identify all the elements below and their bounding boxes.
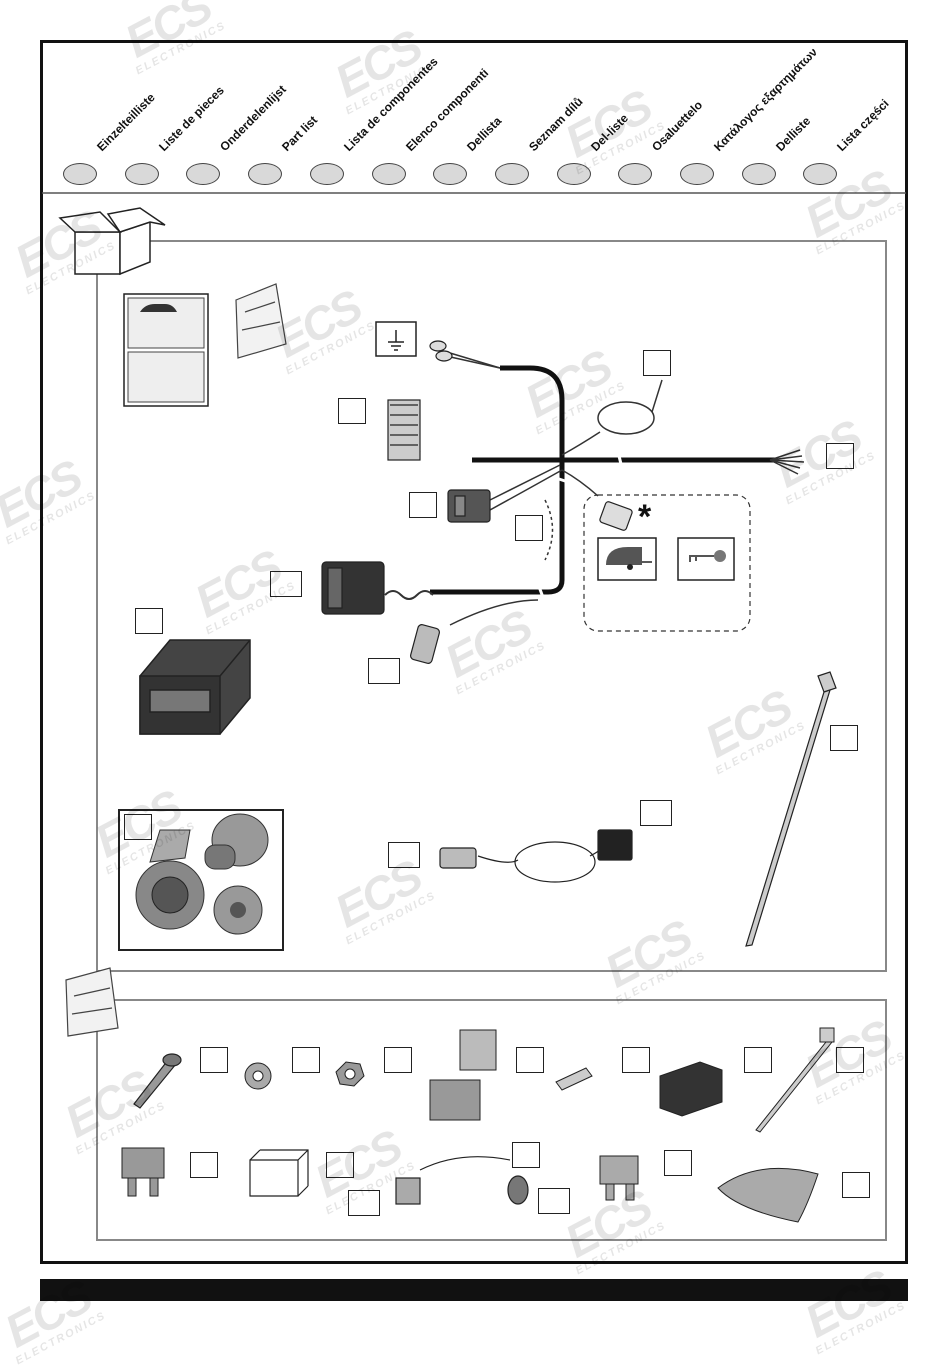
callout-box — [538, 1188, 570, 1214]
callout-box — [292, 1047, 320, 1073]
callout-box — [200, 1047, 228, 1073]
callout-box — [836, 1047, 864, 1073]
connector-icon — [387, 399, 421, 461]
language-marker — [186, 163, 221, 185]
fuse-holder-icon — [249, 1149, 309, 1197]
callout-box — [384, 1047, 412, 1073]
callout-box — [622, 1047, 650, 1073]
callout-box — [388, 842, 420, 868]
washer-icon — [244, 1062, 272, 1090]
language-marker — [494, 163, 529, 185]
thin-wires — [384, 349, 805, 626]
fuse-2-icon — [599, 1155, 639, 1201]
language-marker — [680, 163, 714, 185]
callout-box — [338, 398, 366, 424]
language-marker — [618, 163, 653, 185]
language-marker — [803, 163, 838, 185]
callout-box — [842, 1172, 870, 1198]
box-icon — [58, 207, 166, 276]
fuse-icon — [121, 1147, 165, 1197]
wiring-harness — [430, 365, 775, 595]
nut-icon — [335, 1061, 365, 1087]
language-marker — [124, 163, 159, 185]
callout-box — [409, 492, 437, 518]
trailer-icon — [597, 537, 657, 581]
callout-box — [348, 1190, 380, 1216]
small-parts-panel — [96, 999, 887, 1241]
callout-box — [516, 1047, 544, 1073]
connector-black-icon — [447, 489, 491, 523]
callout-box — [368, 658, 400, 684]
language-marker — [433, 163, 468, 185]
language-marker — [371, 163, 406, 185]
ring-terminal-icon — [429, 340, 453, 362]
break-marks — [536, 451, 624, 601]
wire-connector-icon — [429, 1029, 497, 1121]
footer-bar — [40, 1279, 908, 1301]
cable-tie-small-icon — [755, 1027, 835, 1133]
callout-box — [744, 1047, 772, 1073]
callout-box — [124, 814, 152, 840]
vehicle-connector-icon — [321, 561, 385, 615]
callout-box — [515, 515, 543, 541]
manual-icon — [123, 293, 209, 407]
language-marker — [741, 163, 776, 185]
bag-small-icon — [65, 967, 119, 1037]
bag-icon — [235, 283, 287, 359]
plug-housing-icon — [659, 1061, 723, 1117]
language-marker — [309, 163, 344, 185]
callout-box — [826, 443, 854, 469]
key-icon — [677, 537, 735, 581]
callout-box — [830, 725, 858, 751]
callout-box — [270, 571, 302, 597]
main-panel — [96, 240, 887, 972]
control-module-icon — [139, 639, 251, 735]
ground-icon — [375, 321, 417, 357]
language-marker — [248, 163, 283, 185]
optional-marker: * — [638, 498, 652, 536]
extension-cable-icon — [439, 829, 633, 883]
callout-box — [640, 800, 672, 826]
language-marker — [63, 163, 97, 185]
terminal-icon — [555, 1067, 593, 1091]
small-connector-icon — [599, 501, 633, 531]
tape-icon — [717, 1167, 819, 1223]
sensor-connector-icon — [410, 624, 440, 664]
callout-box — [512, 1142, 540, 1168]
callout-box — [326, 1152, 354, 1178]
callout-box — [135, 608, 163, 634]
cable-tie-icon — [745, 671, 837, 947]
fuse-adapter-icon — [395, 1156, 529, 1205]
language-marker — [556, 163, 591, 185]
callout-box — [190, 1152, 218, 1178]
screw-icon — [133, 1053, 182, 1109]
callout-box — [643, 350, 671, 376]
callout-box — [664, 1150, 692, 1176]
